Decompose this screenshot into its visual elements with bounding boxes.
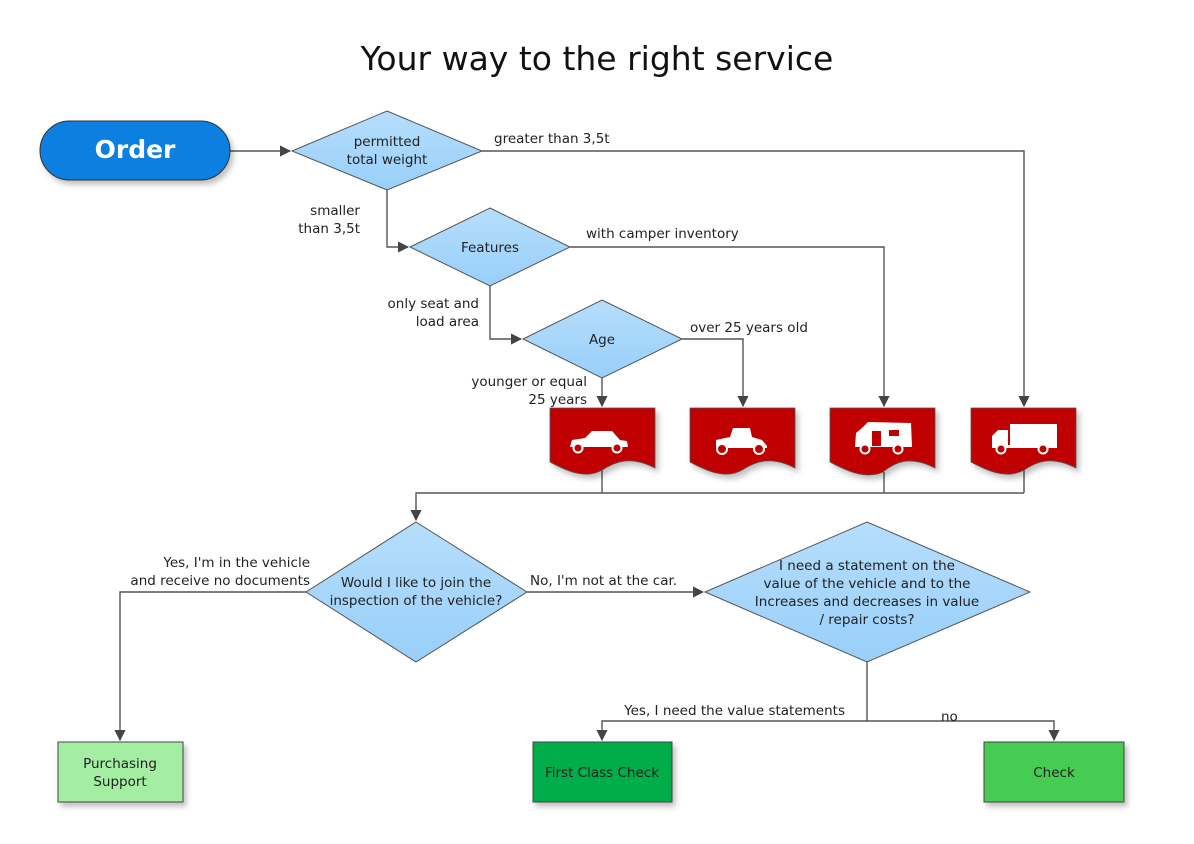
edge-no xyxy=(867,720,1060,742)
label-smaller-2: than 3,5t xyxy=(298,221,360,237)
result-first-class-check[interactable]: First Class Check xyxy=(532,741,673,803)
weight-label-2: total weight xyxy=(347,152,428,168)
weight-label-1: permitted xyxy=(354,134,421,150)
decision-age[interactable]: Age xyxy=(521,299,684,379)
label-yes-vehicle-1: Yes, I'm in the vehicle xyxy=(162,555,310,571)
check-label: Check xyxy=(1033,765,1075,781)
purchasing-label-1: Purchasing xyxy=(83,756,157,772)
decision-weight[interactable]: permitted total weight xyxy=(290,110,484,191)
vehicle-vintage[interactable] xyxy=(689,407,796,475)
edge-seat xyxy=(489,286,523,345)
first-class-label: First Class Check xyxy=(545,765,659,781)
statement-label-3: Increases and decreases in value xyxy=(755,594,979,610)
label-camper: with camper inventory xyxy=(586,226,739,242)
edge-merge xyxy=(416,470,1025,520)
purchasing-label-2: Support xyxy=(93,774,146,790)
label-seat-1: only seat and xyxy=(388,296,479,312)
inspection-label-2: inspection of the vehicle? xyxy=(330,593,503,609)
vehicle-car[interactable] xyxy=(549,407,656,475)
label-no: no xyxy=(941,709,958,725)
label-smaller-1: smaller xyxy=(310,203,360,219)
label-yes-value: Yes, I need the value statements xyxy=(623,703,845,719)
statement-label-4: / repair costs? xyxy=(819,612,914,628)
label-seat-2: load area xyxy=(416,314,479,330)
result-purchasing-support[interactable]: Purchasing Support xyxy=(57,741,184,803)
label-younger-2: 25 years xyxy=(528,392,587,408)
order-node[interactable]: Order xyxy=(39,120,231,181)
order-label: Order xyxy=(95,135,176,164)
connectors xyxy=(114,145,1060,742)
statement-label-2: value of the vehicle and to the xyxy=(764,576,971,592)
edge-smaller xyxy=(386,190,410,253)
label-no-car: No, I'm not at the car. xyxy=(530,573,677,589)
label-yes-vehicle-2: and receive no documents xyxy=(130,573,310,589)
truck-icon xyxy=(992,424,1057,455)
decision-inspection[interactable]: Would I like to join the inspection of t… xyxy=(305,521,528,663)
vehicle-camper[interactable] xyxy=(829,407,936,476)
edge-greater xyxy=(482,150,1030,408)
vintage-car-icon xyxy=(716,428,767,455)
edge-yes-vehicle xyxy=(114,591,306,742)
features-label: Features xyxy=(461,240,519,256)
decision-statement[interactable]: I need a statement on the value of the v… xyxy=(703,521,1032,663)
label-greater: greater than 3,5t xyxy=(494,131,610,147)
vehicle-truck[interactable] xyxy=(970,407,1077,475)
label-younger-1: younger or equal xyxy=(471,374,587,390)
edge-over25 xyxy=(682,338,749,408)
edge-yes-value xyxy=(602,662,868,740)
car-icon xyxy=(570,431,628,454)
result-check[interactable]: Check xyxy=(983,741,1125,803)
edge-camper xyxy=(570,246,890,408)
age-label: Age xyxy=(589,332,615,348)
page-title: Your way to the right service xyxy=(360,39,834,78)
label-over25: over 25 years old xyxy=(690,320,808,336)
camper-icon xyxy=(855,422,912,455)
decision-features[interactable]: Features xyxy=(408,207,572,287)
statement-label-1: I need a statement on the xyxy=(779,558,955,574)
inspection-label-1: Would I like to join the xyxy=(341,575,491,591)
